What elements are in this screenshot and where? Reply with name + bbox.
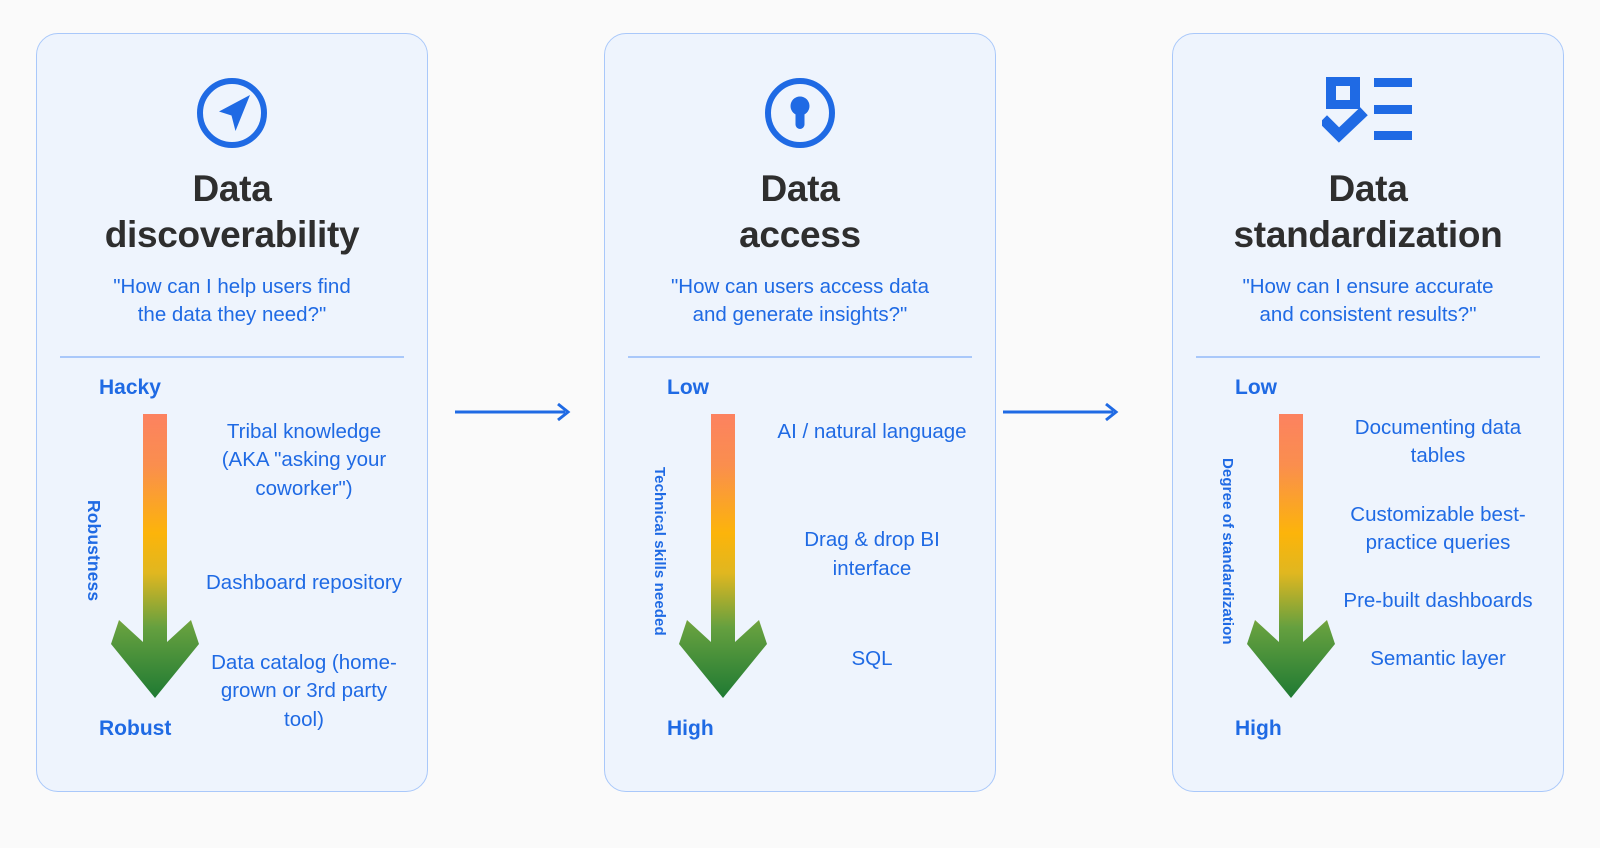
card-divider — [60, 355, 404, 358]
arrow-card2-to-card3-icon — [1003, 400, 1123, 424]
scale-bottom-label: High — [667, 717, 714, 740]
card-question-line2: and generate insights?" — [692, 303, 908, 327]
list-item: Dashboard repository — [206, 570, 402, 594]
scale-top-label: Low — [1235, 375, 1277, 399]
scale-block: Low Degree of standardization — [1191, 376, 1545, 773]
item-list: Documenting data tables Customizable bes… — [1337, 414, 1539, 715]
scale-top-label: Low — [667, 375, 709, 399]
card-data-access[interactable]: Data access "How can users access data a… — [604, 33, 996, 792]
scale-block: Hacky Robustness — [55, 376, 409, 773]
item-list: AI / natural language Drag & drop BI int… — [773, 414, 971, 715]
card-data-standardization[interactable]: Data standardization "How can I ensure a… — [1172, 33, 1564, 792]
list-item: Pre-built dashboards — [1343, 589, 1533, 613]
card-title-line1: Data — [1328, 168, 1408, 209]
page-title: Data standardization — [1234, 166, 1503, 257]
card-question-line1: "How can users access data — [671, 275, 929, 298]
gradient-arrow-down-icon — [679, 413, 767, 709]
list-item: Documenting data tables — [1354, 415, 1522, 468]
card-question-line2: and consistent results?" — [1259, 303, 1477, 327]
list-item: Tribal knowledge (AKA "asking your cowor… — [221, 419, 387, 500]
checklist-icon — [1322, 70, 1414, 156]
axis-caption-degree-standardization: Degree of standardization — [1219, 457, 1236, 645]
card-title-line2: standardization — [1233, 213, 1503, 255]
item-list: Tribal knowledge (AKA "asking your cowor… — [205, 414, 403, 731]
scale-top-label: Hacky — [99, 375, 161, 399]
card-title-line2: discoverability — [104, 213, 360, 255]
card-question: "How can I ensure accurate and consisten… — [1242, 273, 1493, 330]
card-question-line2: the data they need?" — [137, 303, 327, 327]
axis-caption-technical-skills: Technical skills needed — [651, 466, 668, 636]
list-item: AI / natural language — [777, 419, 967, 443]
scale-block: Low Technical skills needed — [623, 376, 977, 773]
page-title: Data access — [739, 166, 861, 257]
card-divider — [1196, 355, 1540, 358]
gradient-arrow-down-icon — [111, 413, 199, 709]
list-item: Customizable best-practice queries — [1350, 502, 1526, 554]
arrow-card1-to-card2-icon — [455, 400, 575, 424]
card-question-line1: "How can I ensure accurate — [1242, 275, 1494, 298]
card-title-line1: Data — [192, 168, 272, 209]
gradient-arrow-down-icon — [1247, 413, 1335, 709]
list-item: Drag & drop BI interface — [804, 528, 940, 580]
axis-caption-robustness: Robustness — [84, 500, 104, 602]
list-item: SQL — [851, 646, 893, 670]
card-question: "How can I help users find the data they… — [113, 273, 350, 330]
scale-bottom-label: High — [1235, 717, 1282, 740]
keyhole-lock-icon — [761, 70, 839, 156]
card-question: "How can users access data and generate … — [671, 273, 929, 330]
list-item: Semantic layer — [1370, 647, 1506, 671]
list-item: Data catalog (home-grown or 3rd party to… — [211, 651, 397, 731]
card-question-line1: "How can I help users find — [113, 275, 351, 298]
navigation-arrow-icon — [193, 70, 271, 156]
card-title-line2: access — [739, 213, 861, 255]
card-divider — [628, 355, 972, 358]
page-title: Data discoverability — [105, 166, 360, 257]
card-data-discoverability[interactable]: Data discoverability "How can I help use… — [36, 33, 428, 792]
scale-bottom-label: Robust — [99, 717, 172, 740]
card-title-line1: Data — [760, 168, 840, 209]
